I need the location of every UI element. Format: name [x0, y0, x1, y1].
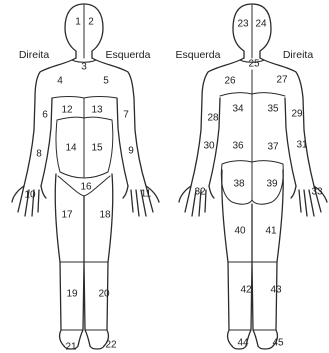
region-number-33: 33: [311, 187, 323, 198]
front-chest-line: [52, 97, 117, 99]
region-number-13: 13: [91, 105, 103, 116]
front-side-label-left: Esquerda: [106, 49, 151, 61]
region-number-19: 19: [66, 289, 78, 300]
region-number-9: 9: [128, 146, 134, 157]
region-number-24: 24: [255, 19, 267, 30]
region-number-26: 26: [224, 76, 236, 87]
front-torso-outline: [24, 58, 146, 186]
region-number-6: 6: [42, 110, 48, 121]
region-number-43: 43: [270, 285, 282, 296]
region-number-23: 23: [237, 19, 249, 30]
region-number-21: 21: [65, 342, 77, 353]
region-number-27: 27: [276, 75, 288, 86]
region-number-37: 37: [267, 142, 279, 153]
region-number-5: 5: [103, 76, 109, 87]
region-number-39: 39: [266, 179, 278, 190]
region-number-34: 34: [232, 104, 244, 115]
back-side-label-right: Direita: [283, 49, 314, 61]
region-number-4: 4: [57, 76, 63, 87]
region-number-14: 14: [65, 143, 77, 154]
region-number-10: 10: [24, 190, 36, 201]
region-number-22: 22: [105, 340, 117, 351]
front-side-label-right: Direita: [19, 49, 50, 61]
region-number-8: 8: [36, 149, 42, 160]
region-number-41: 41: [265, 226, 277, 237]
region-number-15: 15: [91, 143, 103, 154]
region-number-18: 18: [99, 210, 111, 221]
region-number-7: 7: [123, 110, 129, 121]
region-number-42: 42: [240, 285, 252, 296]
region-number-45: 45: [272, 338, 284, 349]
region-number-12: 12: [61, 105, 73, 116]
region-number-35: 35: [267, 104, 279, 115]
region-number-38: 38: [233, 179, 245, 190]
region-number-2: 2: [88, 17, 94, 28]
region-number-30: 30: [203, 141, 215, 152]
region-number-25: 25: [248, 59, 260, 70]
region-number-36: 36: [232, 141, 244, 152]
region-number-1: 1: [75, 17, 81, 28]
region-number-3: 3: [81, 62, 87, 73]
region-number-20: 20: [98, 289, 110, 300]
region-number-40: 40: [234, 226, 246, 237]
region-number-32: 32: [194, 187, 206, 198]
region-number-29: 29: [291, 109, 303, 120]
region-number-11: 11: [141, 189, 152, 200]
region-number-17: 17: [61, 210, 73, 221]
back-inner-legs: [246, 204, 258, 346]
back-region-numbers: 23 24 25 26 27 28 29 34 35 30 31 36 37 32 33 38 39 40 41 42…: [194, 19, 323, 349]
region-number-44: 44: [237, 338, 249, 349]
region-number-28: 28: [207, 113, 219, 124]
region-number-16: 16: [80, 182, 92, 193]
front-inner-legs: [78, 196, 90, 346]
region-number-31: 31: [296, 140, 308, 151]
back-side-label-left: Esquerda: [176, 49, 221, 61]
